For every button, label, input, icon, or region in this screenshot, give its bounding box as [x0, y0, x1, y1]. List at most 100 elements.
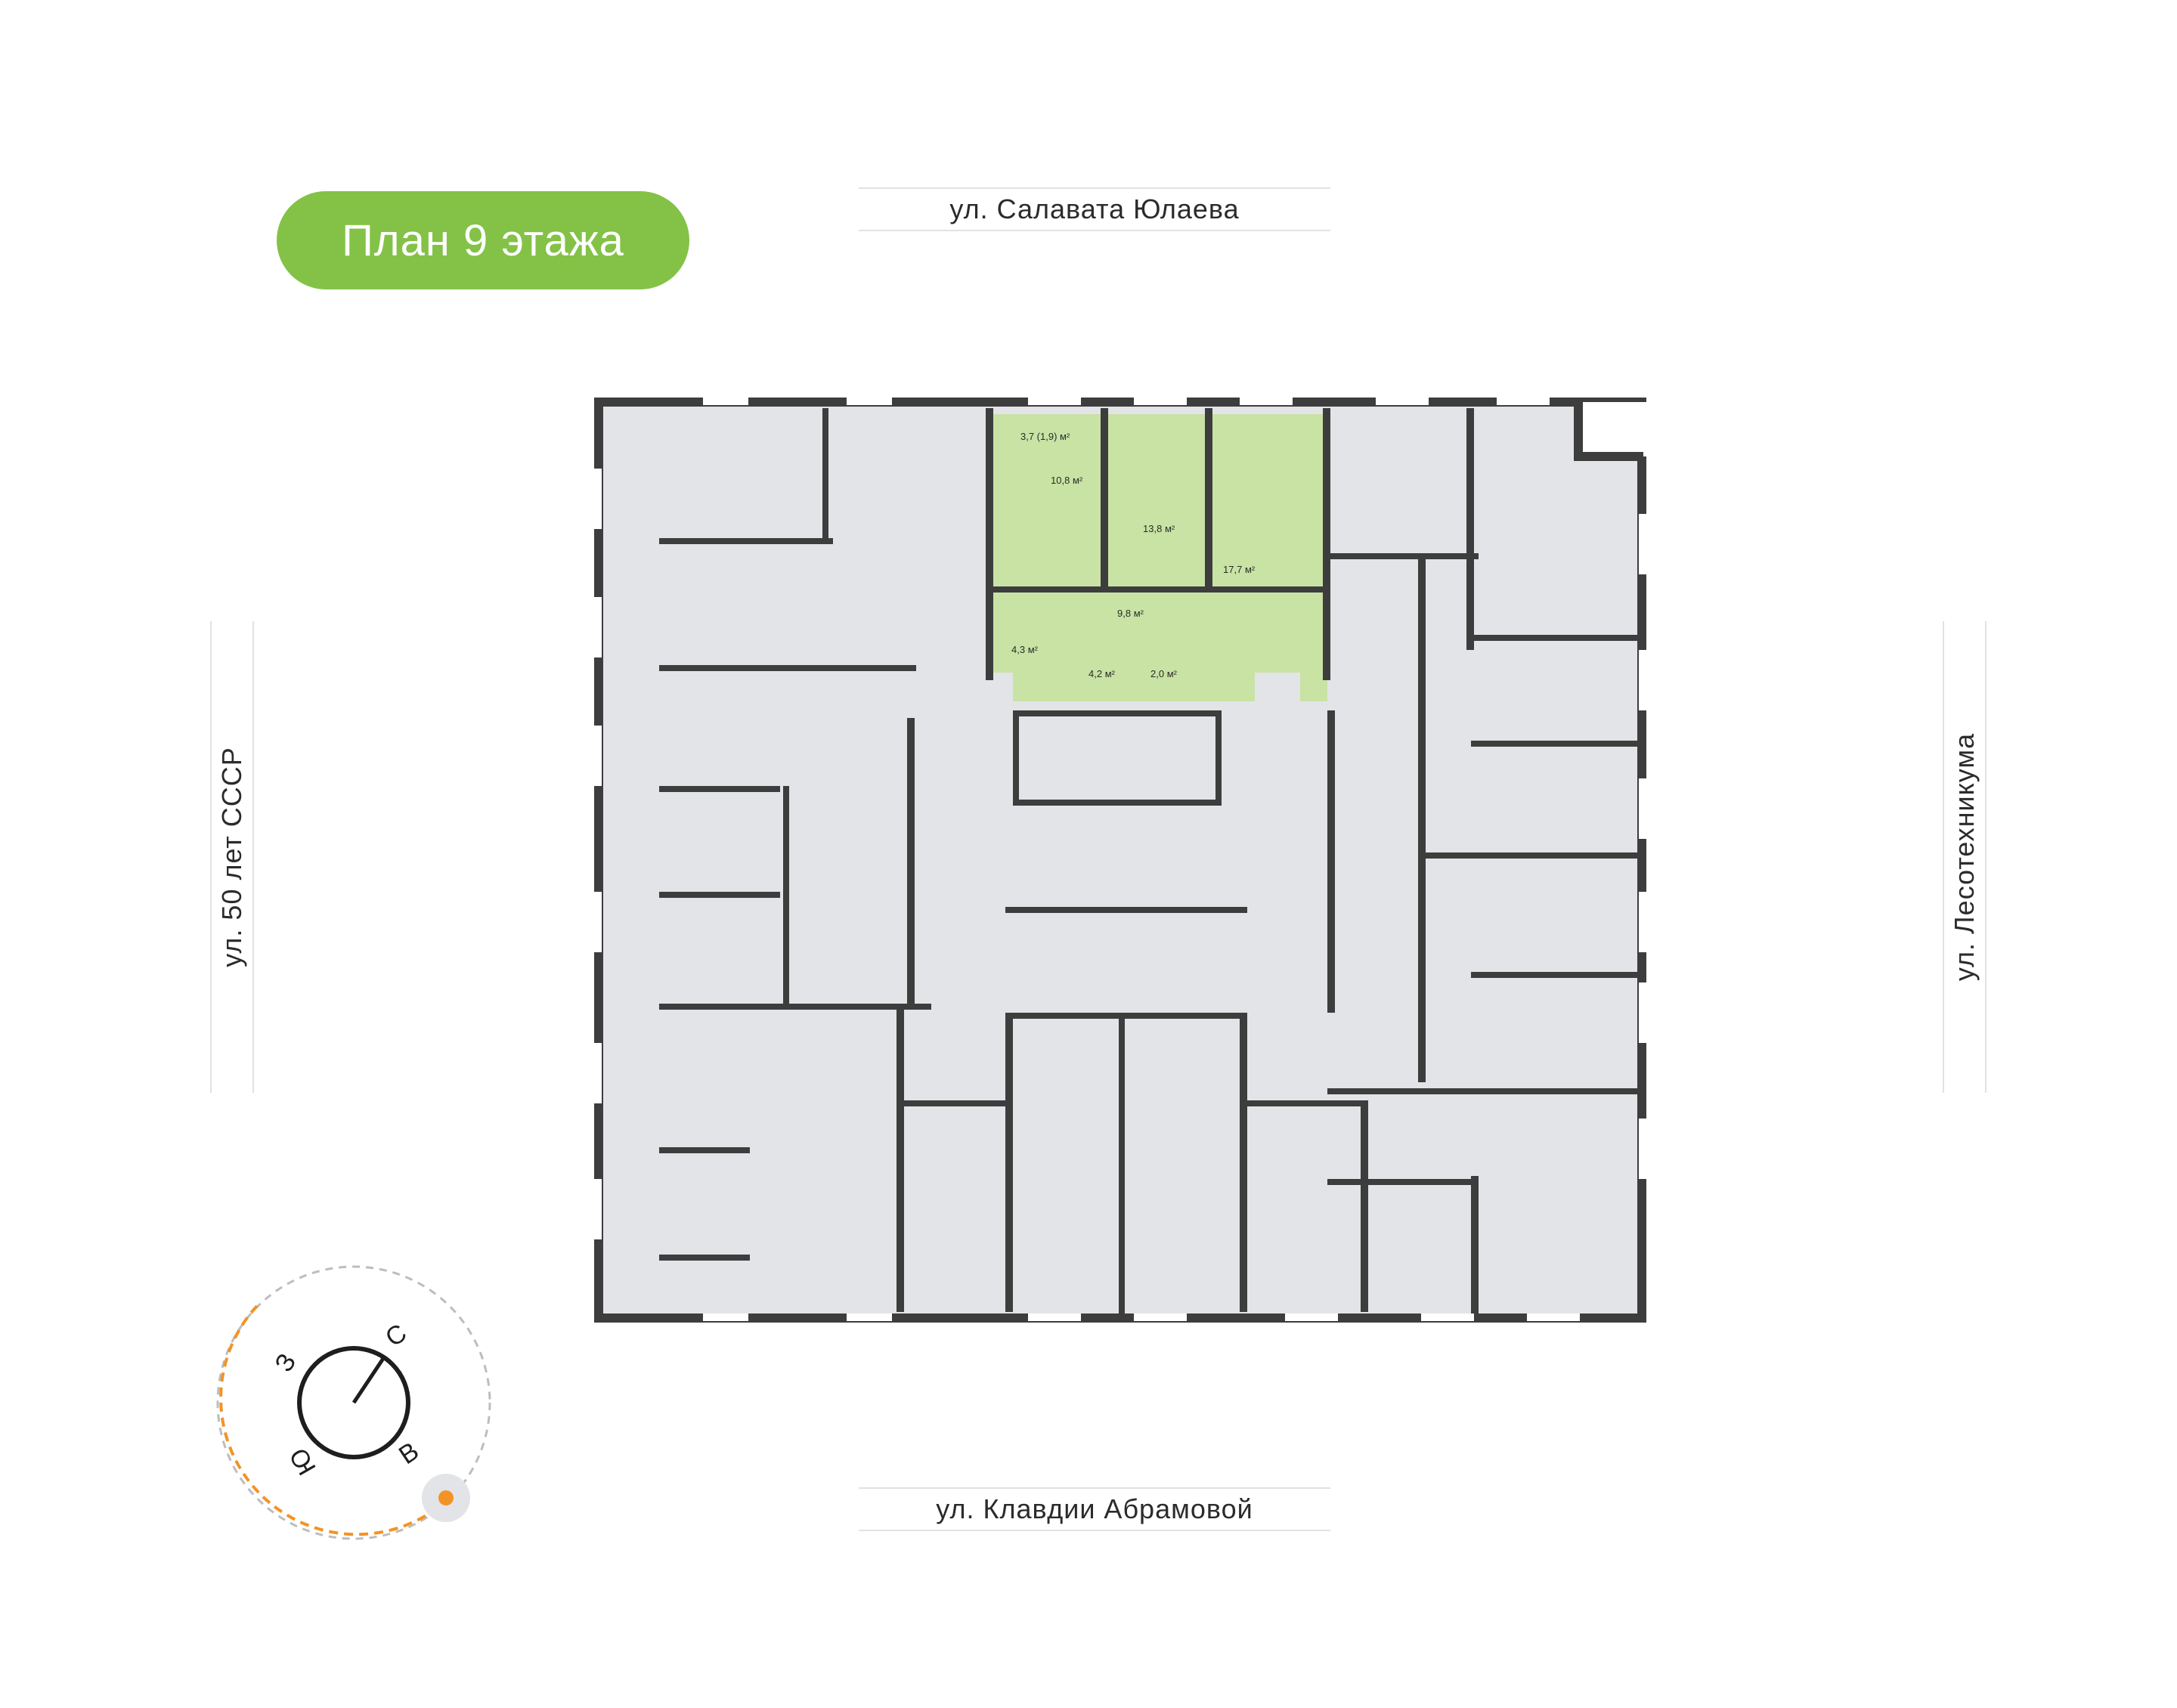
- wall: [904, 1100, 1010, 1106]
- wall: [1005, 1013, 1013, 1312]
- wall: [1205, 408, 1212, 589]
- window: [847, 1313, 892, 1321]
- window: [847, 398, 892, 405]
- wall: [1101, 408, 1108, 589]
- window: [1639, 778, 1646, 839]
- room-area-storage: 4,3 м²: [1011, 644, 1038, 655]
- room-area-toilet: 2,0 м²: [1150, 668, 1177, 679]
- wall: [1471, 1088, 1637, 1094]
- floor-title: План 9 этажа: [342, 215, 624, 265]
- room-area-value: 4,3: [1011, 644, 1026, 655]
- window: [594, 597, 602, 658]
- street-label-south: ул. Клавдии Абрамовой: [859, 1487, 1330, 1531]
- window: [1639, 982, 1646, 1043]
- window: [1639, 514, 1646, 574]
- room-area-value: 17,7: [1223, 564, 1243, 575]
- street-name-east: ул. Лесотехникума: [1949, 732, 1980, 982]
- wall: [986, 408, 993, 680]
- room-area-unit: м²: [1164, 523, 1175, 534]
- compass-needle: [351, 1356, 386, 1404]
- building-notch: [1574, 402, 1646, 456]
- stair-core: [1013, 710, 1222, 806]
- floor-title-badge: План 9 этажа: [277, 191, 689, 289]
- wall: [1471, 635, 1637, 641]
- wall: [907, 718, 915, 1005]
- wall: [659, 1255, 750, 1261]
- room-area-value: 10,8: [1051, 475, 1070, 486]
- window: [1527, 1313, 1580, 1321]
- room-area-value: 2,0: [1150, 668, 1165, 679]
- room-area-hall: 9,8 м²: [1117, 608, 1144, 619]
- window: [1639, 892, 1646, 952]
- windows: [594, 398, 1646, 1321]
- corridor-east: [1255, 673, 1300, 1066]
- wall: [1119, 1013, 1125, 1315]
- window: [1134, 398, 1187, 405]
- room-area-bedroom-1: 10,8 м²: [1051, 475, 1082, 486]
- window: [1028, 398, 1081, 405]
- wall: [1466, 408, 1474, 650]
- wall: [1005, 1013, 1247, 1019]
- highlight-room-loggia: [990, 414, 1101, 463]
- room-area-loggia: 3,7 (1,9) м²: [1020, 431, 1070, 442]
- street-name-west: ул. 50 лет СССР: [216, 747, 247, 967]
- building-corner-wall-2: [1574, 452, 1643, 461]
- wall: [1361, 1100, 1368, 1312]
- compass: [216, 1265, 491, 1540]
- window: [703, 1313, 748, 1321]
- room-area-value: 9,8: [1117, 608, 1132, 619]
- window: [1639, 1119, 1646, 1179]
- wall: [783, 786, 789, 1005]
- wall: [822, 408, 828, 544]
- window: [594, 469, 602, 529]
- compass-orbit: [216, 1265, 491, 1540]
- window: [1240, 398, 1293, 405]
- window: [594, 1179, 602, 1239]
- window: [594, 1043, 602, 1103]
- wall: [1327, 1179, 1479, 1185]
- window: [1421, 1313, 1474, 1321]
- sun-core: [438, 1490, 454, 1505]
- wall: [659, 1004, 931, 1010]
- room-area-unit: м²: [1072, 475, 1083, 486]
- street-label-west: ул. 50 лет СССР: [210, 621, 254, 1093]
- wall: [1471, 741, 1637, 747]
- wall: [659, 538, 833, 544]
- window: [1497, 398, 1550, 405]
- room-area-value: 13,8: [1143, 523, 1163, 534]
- wall: [1418, 553, 1426, 1082]
- wall: [1244, 1100, 1365, 1106]
- wall: [897, 1010, 904, 1312]
- room-area-unit: м²: [1027, 644, 1038, 655]
- room-area-value: 4,2: [1088, 668, 1103, 679]
- sun-path: [219, 1304, 434, 1536]
- core: [968, 673, 1300, 1066]
- wall: [1471, 972, 1637, 978]
- window: [1639, 650, 1646, 710]
- highlighted-apartment: [990, 414, 1327, 701]
- wall: [659, 892, 780, 898]
- street-label-north: ул. Салавата Юлаева: [859, 187, 1330, 231]
- corridor-west: [968, 673, 1013, 1066]
- interior-walls: [659, 408, 1637, 1315]
- room-area-value: 3,7 (1,9): [1020, 431, 1058, 442]
- wall: [1327, 710, 1335, 1013]
- room-area-unit: м²: [1133, 608, 1144, 619]
- room-area-bedroom-2: 13,8 м²: [1143, 523, 1175, 534]
- wall: [1418, 852, 1637, 859]
- wall: [1005, 907, 1247, 913]
- window: [594, 726, 602, 786]
- wall: [1240, 1013, 1247, 1312]
- room-area-unit: м²: [1166, 668, 1177, 679]
- wall: [659, 1147, 750, 1153]
- wall: [1471, 1176, 1479, 1315]
- wall: [1323, 408, 1330, 680]
- wall: [659, 786, 780, 792]
- window: [1134, 1313, 1187, 1321]
- room-area-unit: м²: [1060, 431, 1070, 442]
- window: [1376, 398, 1429, 405]
- street-label-east: ул. Лесотехникума: [1943, 621, 1987, 1093]
- window: [594, 892, 602, 952]
- window: [1028, 1313, 1081, 1321]
- street-name-north: ул. Салавата Юлаева: [949, 193, 1240, 224]
